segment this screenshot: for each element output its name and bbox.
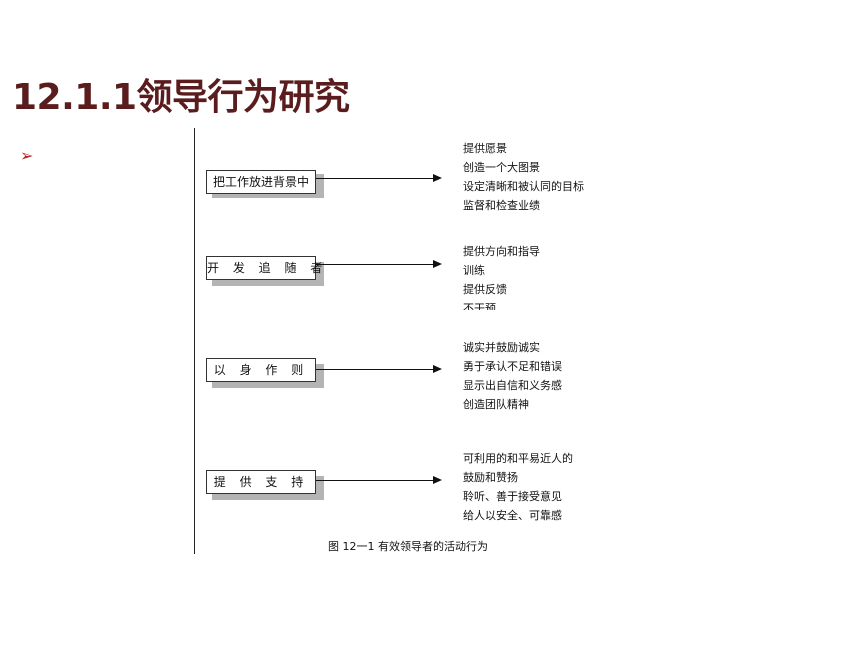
figure-caption: 图 12一1 有效领导者的活动行为: [328, 540, 488, 553]
group-box-context: 把工作放进背景中: [206, 170, 316, 194]
arrow-line: [316, 369, 434, 370]
arrow-head-icon: [433, 476, 442, 484]
item-list: 提供愿景 创造一个大图景 设定清晰和被认同的目标 监督和检查业绩: [463, 139, 584, 215]
list-item: 聆听、善于接受意见: [463, 490, 562, 503]
item-list: 可利用的和平易近人的 鼓励和赞扬 聆听、善于接受意见 给人以安全、可靠感: [463, 449, 573, 525]
list-item: 提供愿景: [463, 142, 507, 155]
arrow-head-icon: [433, 365, 442, 373]
vertical-divider: [194, 128, 195, 554]
arrow-line: [316, 178, 434, 179]
group-box-support: 提 供 支 持: [206, 470, 316, 494]
arrow-line: [316, 264, 434, 265]
item-list: 提供方向和指导 训练 提供反馈 不干预: [463, 242, 540, 310]
list-item: 设定清晰和被认同的目标: [463, 180, 584, 193]
arrow-head-icon: [433, 174, 442, 182]
arrow-head-icon: [433, 260, 442, 268]
list-item: 给人以安全、可靠感: [463, 509, 562, 522]
list-item: 提供方向和指导: [463, 245, 540, 258]
slide-title: 12.1.1领导行为研究: [12, 77, 350, 118]
list-item: 鼓励和赞扬: [463, 471, 518, 484]
group-box-followers: 开 发 追 随 者: [206, 256, 322, 280]
list-item: 诚实并鼓励诚实: [463, 341, 540, 354]
list-item: 不干预: [463, 302, 496, 310]
bullet-arrow-icon: ➢: [20, 146, 34, 165]
list-item: 创造一个大图景: [463, 161, 540, 174]
list-item: 勇于承认不足和错误: [463, 360, 562, 373]
list-item: 显示出自信和义务感: [463, 379, 562, 392]
list-item: 创造团队精神: [463, 398, 529, 411]
list-item: 提供反馈: [463, 283, 507, 296]
list-item: 监督和检查业绩: [463, 199, 540, 212]
list-item: 训练: [463, 264, 485, 277]
list-item: 可利用的和平易近人的: [463, 452, 573, 465]
group-box-example: 以 身 作 则: [206, 358, 316, 382]
item-list: 诚实并鼓励诚实 勇于承认不足和错误 显示出自信和义务感 创造团队精神: [463, 338, 562, 414]
arrow-line: [316, 480, 434, 481]
